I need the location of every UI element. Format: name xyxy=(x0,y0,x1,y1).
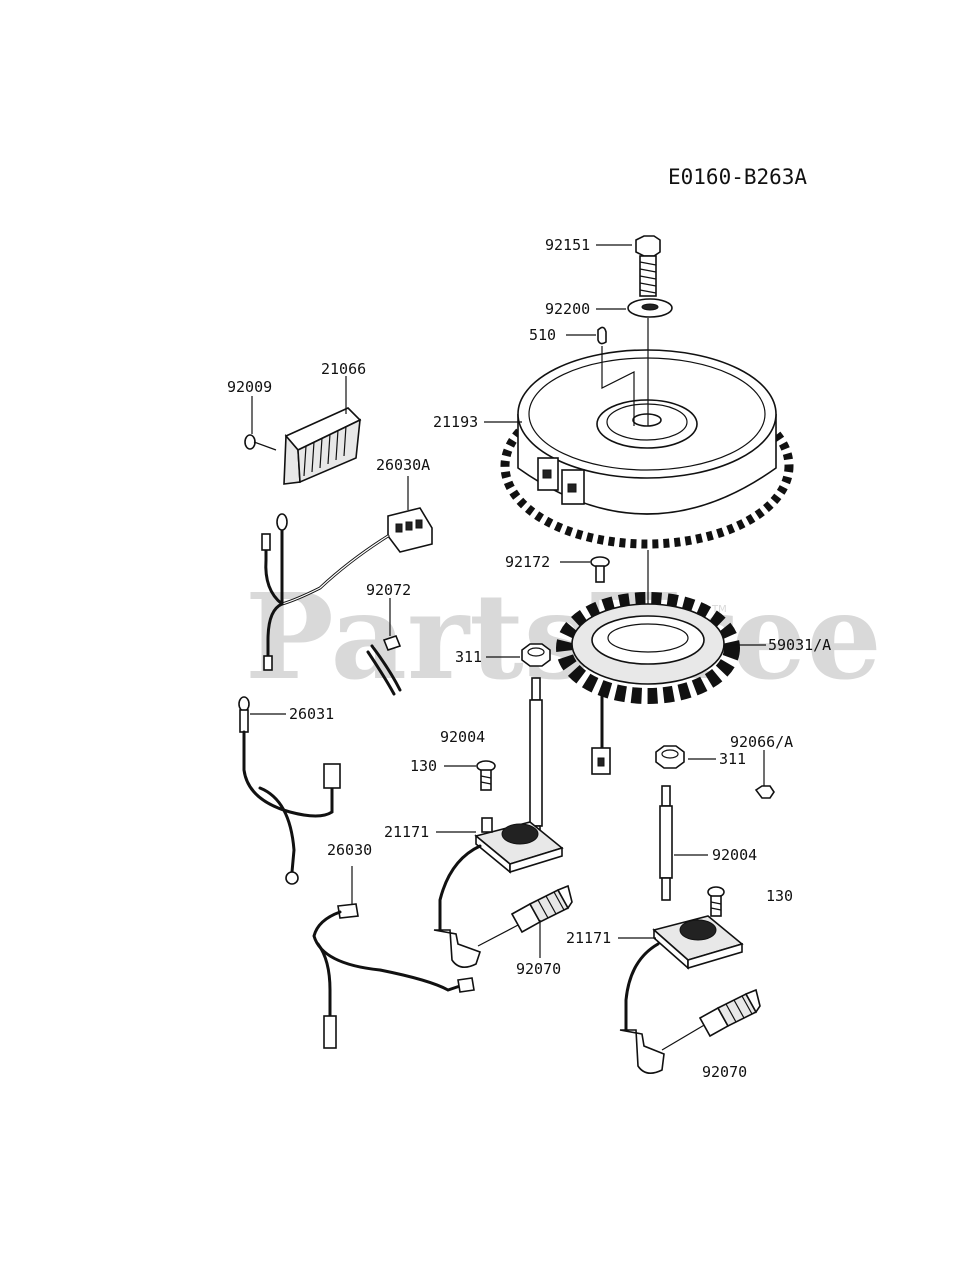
part-flywheel-21193[interactable] xyxy=(500,349,794,549)
callout-92009[interactable]: 92009 xyxy=(227,378,272,396)
part-stud-92004-left[interactable] xyxy=(529,677,543,845)
part-regulator-21066[interactable] xyxy=(283,407,362,485)
part-harness-26030[interactable] xyxy=(312,903,475,1049)
callout-311-right[interactable]: 311 xyxy=(719,750,746,768)
diagram-code: E0160-B263A xyxy=(668,165,807,189)
callout-130-right[interactable]: 130 xyxy=(766,887,793,905)
callout-92070-left[interactable]: 92070 xyxy=(516,960,561,978)
callout-92151[interactable]: 92151 xyxy=(545,236,590,254)
part-nut-92066A[interactable] xyxy=(754,785,775,799)
callout-92004-right[interactable]: 92004 xyxy=(712,846,757,864)
callout-21193[interactable]: 21193 xyxy=(433,413,478,431)
callout-92070-right[interactable]: 92070 xyxy=(702,1063,747,1081)
part-bolt-130-left[interactable] xyxy=(476,760,496,791)
part-stud-92004-right[interactable] xyxy=(659,785,673,901)
part-harness-26031[interactable] xyxy=(238,696,341,885)
callout-59031A[interactable]: 59031/A xyxy=(768,636,831,654)
callout-311-left[interactable]: 311 xyxy=(455,648,482,666)
part-screw-92172[interactable] xyxy=(590,556,610,583)
callout-21171-right[interactable]: 21171 xyxy=(566,929,611,947)
callout-130-left[interactable]: 130 xyxy=(410,757,437,775)
callout-510[interactable]: 510 xyxy=(529,326,556,344)
part-ignition-coil-21171-right[interactable] xyxy=(619,915,744,1074)
part-bolt-92151[interactable] xyxy=(635,235,661,297)
callout-21171-left[interactable]: 21171 xyxy=(384,823,429,841)
assembly-line-key xyxy=(601,346,635,426)
callout-26030[interactable]: 26030 xyxy=(327,841,372,859)
watermark-text: PartsTree xyxy=(245,567,882,706)
part-harness-26030A[interactable] xyxy=(261,507,433,671)
callout-92072[interactable]: 92072 xyxy=(366,581,411,599)
part-bolt-130-right[interactable] xyxy=(707,886,725,917)
part-washer-92200[interactable] xyxy=(627,298,673,318)
part-key-510[interactable] xyxy=(597,326,607,345)
callout-92066A[interactable]: 92066/A xyxy=(730,733,793,751)
callout-21066[interactable]: 21066 xyxy=(321,360,366,378)
part-ignition-coil-21171-left[interactable] xyxy=(433,817,564,968)
part-nut-311-left[interactable] xyxy=(521,643,551,667)
callout-26031[interactable]: 26031 xyxy=(289,705,334,723)
part-spark-plug-92070-right[interactable] xyxy=(698,988,761,1038)
callout-26030A[interactable]: 26030A xyxy=(376,456,430,474)
callout-92004-left[interactable]: 92004 xyxy=(440,728,485,746)
part-screw-92009[interactable] xyxy=(244,434,277,451)
watermark-trademark: TM xyxy=(711,604,727,615)
part-nut-311-right[interactable] xyxy=(655,745,685,769)
part-spark-plug-92070-left[interactable] xyxy=(510,884,573,934)
callout-92200[interactable]: 92200 xyxy=(545,300,590,318)
part-stator-59031A[interactable] xyxy=(556,592,740,775)
callout-92172[interactable]: 92172 xyxy=(505,553,550,571)
part-clip-92072[interactable] xyxy=(366,635,402,696)
